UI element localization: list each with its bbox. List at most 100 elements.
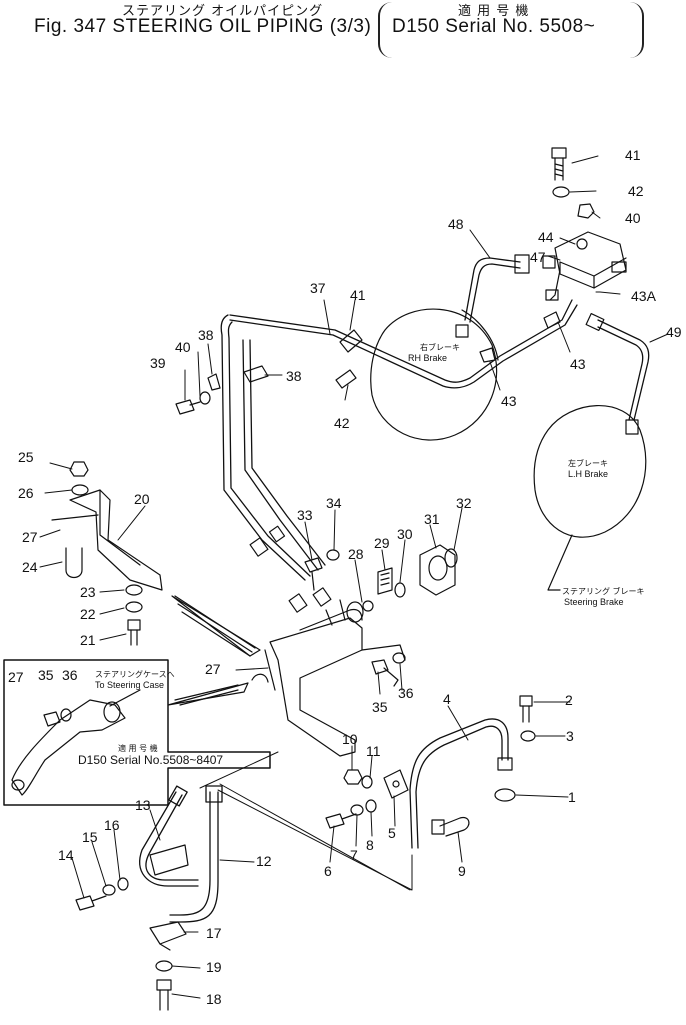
fitting-4-bottom <box>431 819 445 835</box>
callout-labels: 41 42 40 44 47 43A 43 43 48 49 37 41 42 … <box>8 147 682 1007</box>
callout-43a: 43A <box>631 288 657 304</box>
rh-brake-drum: 右ブレーキ RH Brake <box>370 308 499 441</box>
callout-38-a: 38 <box>198 327 214 343</box>
washer-8 <box>365 799 377 813</box>
callout-9: 9 <box>458 863 466 879</box>
lh-brake-jp-label: 左ブレーキ <box>568 458 608 468</box>
fitting-4-top <box>497 757 513 771</box>
clamp-42 <box>335 369 357 389</box>
callout-49-a: 48 <box>448 216 464 232</box>
callout-32: 32 <box>456 495 472 511</box>
callout-16: 16 <box>104 817 120 833</box>
callout-35-inset: 35 <box>38 667 54 683</box>
washer-22 <box>125 601 143 613</box>
washer-15 <box>102 884 116 896</box>
nut-25 <box>69 461 89 477</box>
callout-46: 41 <box>625 147 641 163</box>
u-clamp-9 <box>439 816 470 837</box>
inset-box: ステアリングケースへ To Steering Case 適 用 号 機 D150… <box>3 659 271 806</box>
callout-27-a: 27 <box>22 529 38 545</box>
fitting-lh-top <box>585 313 605 331</box>
callout-34: 34 <box>326 495 342 511</box>
arrow-hatch <box>174 595 256 657</box>
clamp-17 <box>149 921 187 951</box>
callout-43-b: 43 <box>501 393 517 409</box>
inset-serial: D150 Serial No.5508~8407 <box>78 753 223 767</box>
callout-10: 10 <box>342 731 358 747</box>
connector-line-lower <box>217 789 413 891</box>
callout-41: 41 <box>350 287 366 303</box>
clamp-43-left <box>479 347 496 363</box>
callout-27-b: 27 <box>205 661 221 677</box>
o-ring-1 <box>494 788 516 802</box>
to-case-label: To Steering Case <box>95 680 164 690</box>
serial-range: D150 Serial No. 5508~ <box>392 16 596 37</box>
callout-21: 21 <box>80 632 96 648</box>
center-block <box>251 599 406 757</box>
callout-36: 36 <box>398 685 414 701</box>
callout-27-c: 27 <box>8 669 24 685</box>
pipe-37 <box>220 299 578 581</box>
bolt-39 <box>175 399 201 415</box>
callout-20: 20 <box>134 491 150 507</box>
fitting-a <box>249 537 269 557</box>
ball-28 <box>362 600 374 612</box>
o-ring-30 <box>394 582 406 598</box>
valve-44 <box>542 231 627 301</box>
callout-17: 17 <box>206 925 222 941</box>
lh-brake-drum: 左ブレーキ L.H Brake <box>533 405 647 538</box>
callout-48: 47 <box>530 249 546 265</box>
japanese-applicable: 適 用 号 機 <box>458 4 530 19</box>
fitting-d <box>312 587 332 607</box>
bolt-35 <box>371 659 399 687</box>
figure-title: Fig. 347 STEERING OIL PIPING (3/3) <box>34 16 372 37</box>
callout-44: 44 <box>538 229 554 245</box>
steering-brake-label: Steering Brake <box>564 597 624 607</box>
callout-45: 40 <box>625 210 641 226</box>
clamp-5 <box>383 769 409 799</box>
bracket-16-plate <box>149 844 189 876</box>
washer-47 <box>552 186 570 198</box>
bolt-2 <box>519 695 533 723</box>
callout-15: 15 <box>82 829 98 845</box>
leader-lines <box>39 155 669 999</box>
callout-28: 28 <box>348 546 364 562</box>
bracket-20 <box>51 489 163 591</box>
callout-22: 22 <box>80 606 96 622</box>
washer-16 <box>117 877 129 891</box>
callout-4: 4 <box>443 691 451 707</box>
fitting-rh-brake <box>455 324 469 338</box>
figure-header: ステアリング オイルパイピング Fig. 347 STEERING OIL PI… <box>0 0 686 70</box>
washer-7 <box>350 804 364 816</box>
pipe-49-rh <box>464 257 521 323</box>
callout-7: 7 <box>350 847 358 863</box>
arrow-hatch-2 <box>174 684 239 706</box>
bolt-33 <box>304 557 323 591</box>
callout-19: 19 <box>206 959 222 975</box>
pipe-4 <box>409 718 509 849</box>
pipe-49-lh <box>597 319 650 421</box>
bolt-6 <box>325 813 357 829</box>
callout-37: 37 <box>310 280 326 296</box>
callout-40: 40 <box>175 339 191 355</box>
connector-line-13 <box>199 751 279 789</box>
bolt-46 <box>551 147 567 181</box>
hose-12 <box>169 785 223 923</box>
serial-bracket <box>378 2 644 58</box>
callout-11: 11 <box>366 743 381 759</box>
callout-8: 8 <box>366 837 374 853</box>
clamp-41 <box>339 329 363 353</box>
callout-2: 2 <box>565 692 573 708</box>
callout-39: 39 <box>150 355 166 371</box>
clamp-38 <box>243 365 269 383</box>
clamp-43-right <box>543 311 561 329</box>
callout-30: 30 <box>397 526 413 542</box>
washer-19 <box>155 960 173 972</box>
u-bolt-24 <box>65 547 83 579</box>
callout-29: 29 <box>374 535 390 551</box>
washer-34 <box>326 549 340 561</box>
callout-14: 14 <box>58 847 74 863</box>
nut-45 <box>577 203 595 219</box>
callout-1: 1 <box>568 789 576 805</box>
spring-29 <box>377 567 393 595</box>
